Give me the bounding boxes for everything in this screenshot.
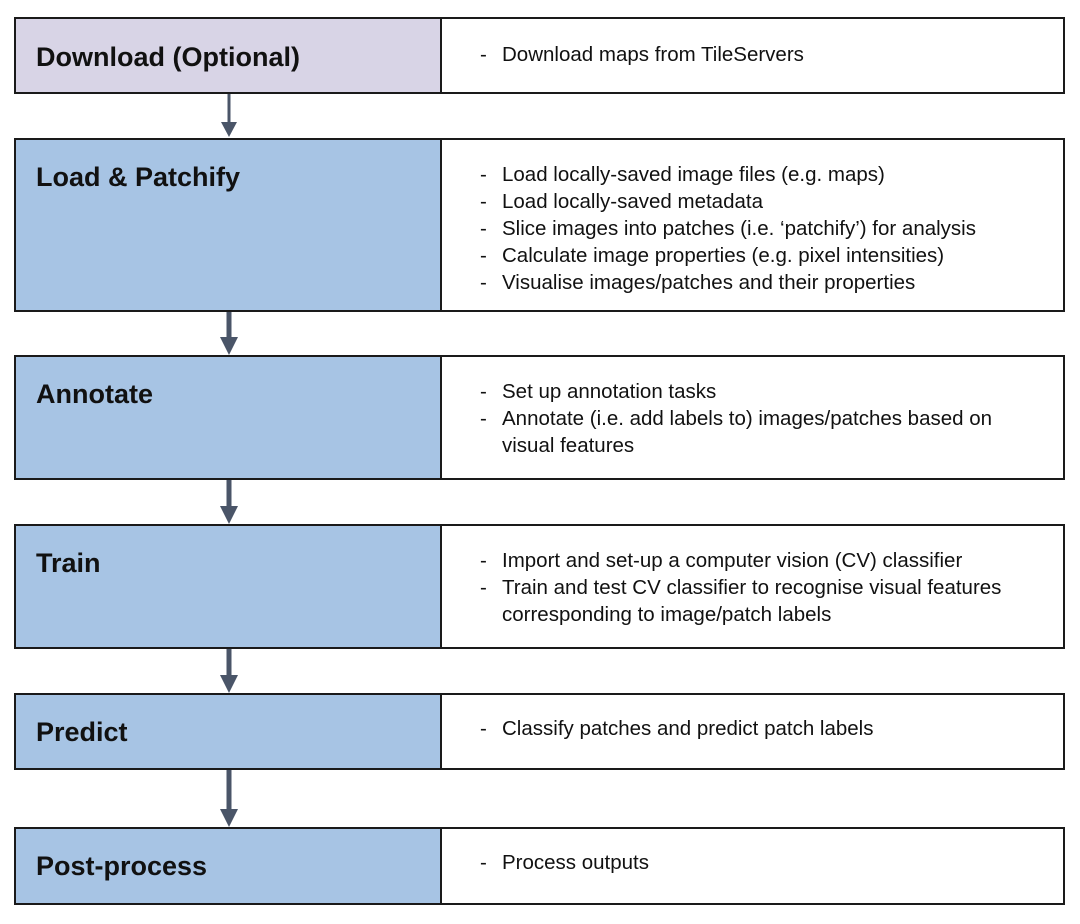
description-item: Visualise images/patches and their prope… bbox=[480, 269, 1049, 296]
description-list: Classify patches and predict patch label… bbox=[480, 715, 1049, 742]
description-item: Load locally-saved metadata bbox=[480, 188, 1049, 215]
description-list: Import and set-up a computer vision (CV)… bbox=[480, 547, 1049, 628]
description-item: Import and set-up a computer vision (CV)… bbox=[480, 547, 1049, 574]
stage-title: Predict bbox=[36, 717, 128, 747]
stage-title: Download (Optional) bbox=[36, 42, 300, 72]
stage-description: Download maps from TileServers bbox=[442, 19, 1063, 92]
description-item: Download maps from TileServers bbox=[480, 41, 1049, 68]
description-list: Set up annotation tasks Annotate (i.e. a… bbox=[480, 378, 1049, 459]
stage-post-process: Post-process Process outputs bbox=[14, 827, 1065, 905]
description-item: Set up annotation tasks bbox=[480, 378, 1049, 405]
stage-predict: Predict Classify patches and predict pat… bbox=[14, 693, 1065, 770]
stage-title: Load & Patchify bbox=[36, 162, 241, 192]
stage-description: Process outputs bbox=[442, 829, 1063, 903]
description-list: Load locally-saved image files (e.g. map… bbox=[480, 161, 1049, 296]
description-item: Slice images into patches (i.e. ‘patchif… bbox=[480, 215, 1049, 242]
stage-train: Train Import and set-up a computer visio… bbox=[14, 524, 1065, 649]
stage-title-cell: Load & Patchify bbox=[16, 140, 442, 310]
flow-arrow bbox=[220, 770, 238, 827]
description-item: Annotate (i.e. add labels to) images/pat… bbox=[480, 405, 1049, 459]
flow-arrow bbox=[220, 480, 238, 524]
stage-description: Import and set-up a computer vision (CV)… bbox=[442, 526, 1063, 647]
description-item: Calculate image properties (e.g. pixel i… bbox=[480, 242, 1049, 269]
stage-load-patchify: Load & Patchify Load locally-saved image… bbox=[14, 138, 1065, 312]
stage-title-cell: Train bbox=[16, 526, 442, 647]
stage-title: Train bbox=[36, 548, 101, 578]
stage-download: Download (Optional) Download maps from T… bbox=[14, 17, 1065, 94]
flow-arrow bbox=[220, 312, 238, 355]
stage-description: Set up annotation tasks Annotate (i.e. a… bbox=[442, 357, 1063, 478]
stage-title: Post-process bbox=[36, 851, 208, 881]
stage-title-cell: Predict bbox=[16, 695, 442, 768]
description-item: Process outputs bbox=[480, 849, 1049, 876]
flow-arrow bbox=[220, 649, 238, 693]
stage-title: Annotate bbox=[36, 379, 153, 409]
stage-description: Classify patches and predict patch label… bbox=[442, 695, 1063, 768]
stage-title-cell: Post-process bbox=[16, 829, 442, 903]
description-list: Download maps from TileServers bbox=[480, 41, 1049, 68]
stage-description: Load locally-saved image files (e.g. map… bbox=[442, 140, 1063, 310]
description-item: Classify patches and predict patch label… bbox=[480, 715, 1049, 742]
description-list: Process outputs bbox=[480, 849, 1049, 876]
description-item: Load locally-saved image files (e.g. map… bbox=[480, 161, 1049, 188]
stage-title-cell: Download (Optional) bbox=[16, 19, 442, 92]
flow-arrow bbox=[221, 94, 237, 137]
description-item: Train and test CV classifier to recognis… bbox=[480, 574, 1049, 628]
stage-annotate: Annotate Set up annotation tasks Annotat… bbox=[14, 355, 1065, 480]
stage-title-cell: Annotate bbox=[16, 357, 442, 478]
